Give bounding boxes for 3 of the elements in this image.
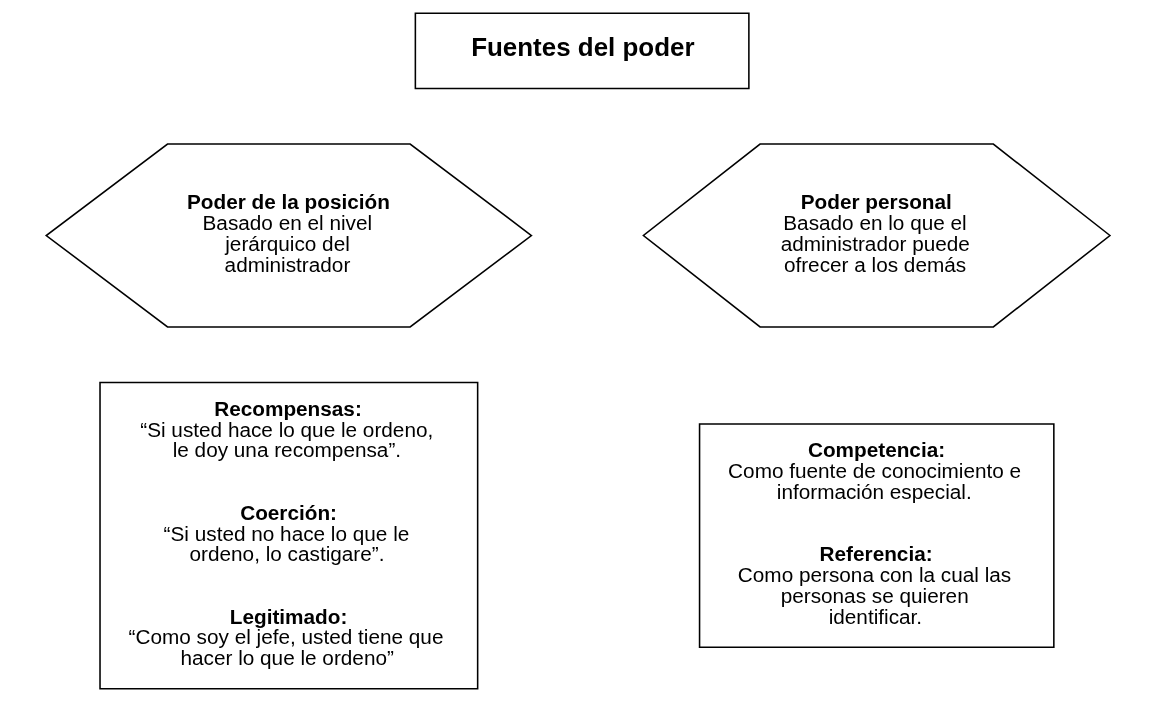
node-box: Fuentes del poder bbox=[414, 12, 750, 90]
node-box: Recompensas: “Si usted hace lo que le ordeno, le doy una recompensa”. Coerción: “Si usted no hace lo que le ordeno, lo castigare”. Legitimado: “Como soy el jefe, usted tiene que hacer lo que le ordeno” bbox=[98, 381, 478, 690]
node-box: Competencia: Como fuente de conocimiento e información especial. Referencia: Como persona con la cual las personas se quieren identificar. bbox=[698, 423, 1055, 648]
